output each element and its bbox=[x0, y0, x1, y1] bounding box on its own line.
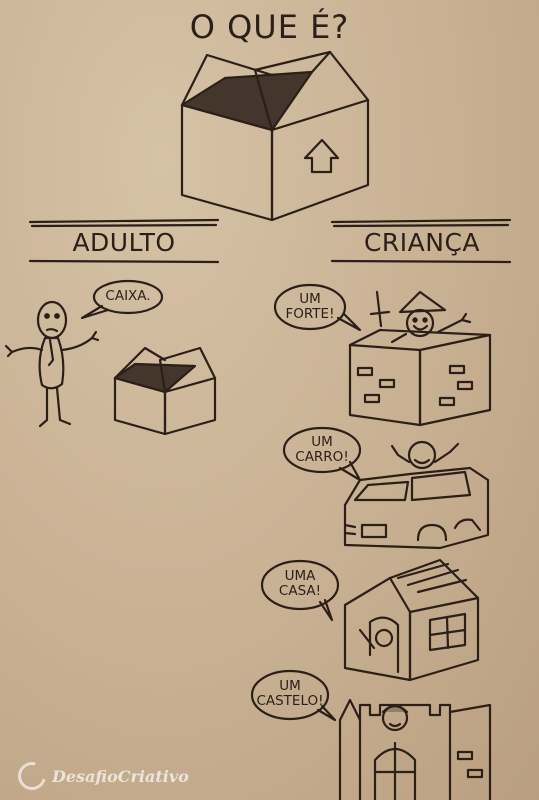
adult-speech-bubble bbox=[80, 279, 164, 320]
bubble-fort-line1: UM bbox=[299, 291, 321, 307]
bubble-house-line2: CASA! bbox=[278, 583, 322, 599]
adult-figure bbox=[4, 300, 100, 428]
page-title: O QUE É? bbox=[189, 8, 350, 46]
bubble-car-text: UM CARRO! bbox=[284, 435, 360, 465]
bubble-castle-line1: UM bbox=[279, 678, 301, 694]
bubble-fort-text: UM FORTE! bbox=[276, 292, 344, 322]
swirl-logo-icon bbox=[12, 756, 52, 796]
heading-adult: ADULTO bbox=[72, 228, 176, 257]
bubble-castle-text: UM CASTELO! bbox=[252, 679, 328, 709]
house-illustration bbox=[260, 558, 480, 682]
small-box-illustration bbox=[113, 346, 217, 436]
fort-illustration bbox=[273, 283, 492, 427]
bubble-adult-text: CAIXA. bbox=[105, 288, 151, 304]
watermark-text: DesafioCriativo bbox=[52, 766, 189, 786]
heading-child: CRIANÇA bbox=[363, 228, 481, 257]
big-box-illustration bbox=[180, 50, 370, 222]
bubble-car-line1: UM bbox=[311, 434, 333, 450]
bubble-house-line1: UMA bbox=[284, 568, 316, 584]
watermark: DesafioCriativo bbox=[12, 756, 189, 796]
heading-rules bbox=[28, 218, 512, 264]
car-illustration bbox=[282, 426, 490, 550]
bubble-castle-line2: CASTELO! bbox=[256, 693, 324, 709]
castle-illustration bbox=[250, 669, 492, 800]
bubble-fort-line2: FORTE! bbox=[285, 306, 335, 322]
bubble-car-line2: CARRO! bbox=[295, 449, 349, 465]
bubble-house-text: UMA CASA! bbox=[262, 569, 338, 599]
